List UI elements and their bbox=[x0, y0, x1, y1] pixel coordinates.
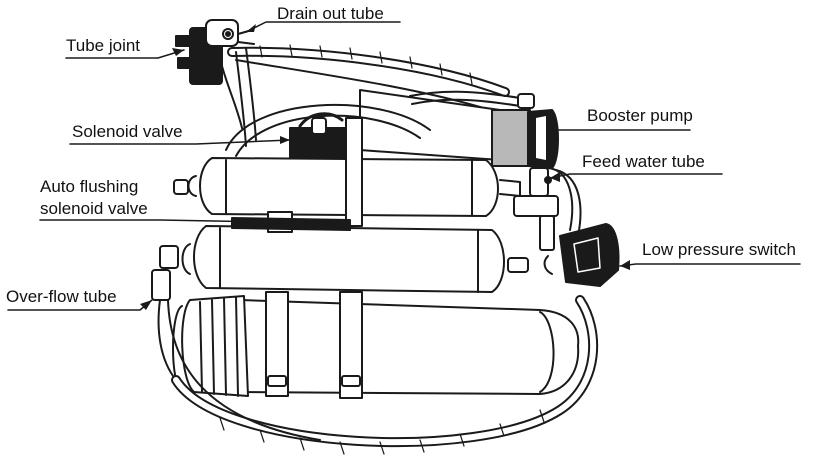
low-pressure-switch-part bbox=[543, 223, 620, 287]
leader-solenoid-valve bbox=[69, 139, 291, 145]
braided-hose-top bbox=[221, 44, 510, 129]
label-auto-flushing-line1: Auto flushing bbox=[40, 177, 139, 196]
filter-cartridge-middle bbox=[159, 211, 529, 293]
label-solenoid-valve: Solenoid valve bbox=[72, 122, 183, 141]
label-auto-flushing-line2: solenoid valve bbox=[40, 199, 148, 218]
tube-joint-part bbox=[175, 19, 255, 85]
label-booster-pump: Booster pump bbox=[587, 106, 693, 125]
leader-feed-water-tube bbox=[549, 173, 723, 179]
braided-hose-bottom bbox=[171, 295, 599, 455]
leader-auto-flushing bbox=[39, 219, 269, 223]
feed-water-connector bbox=[513, 167, 559, 251]
label-drain-out-tube: Drain out tube bbox=[277, 4, 384, 23]
label-over-flow-tube: Over-flow tube bbox=[6, 287, 117, 306]
label-tube-joint: Tube joint bbox=[66, 36, 141, 55]
leader-arrows bbox=[140, 24, 630, 310]
label-low-pressure-switch: Low pressure switch bbox=[642, 240, 797, 259]
solenoid-valve-part bbox=[289, 112, 349, 159]
filter-cartridge-bottom bbox=[172, 291, 580, 399]
leader-low-pressure-switch bbox=[619, 263, 801, 267]
label-feed-water-tube: Feed water tube bbox=[582, 152, 705, 171]
